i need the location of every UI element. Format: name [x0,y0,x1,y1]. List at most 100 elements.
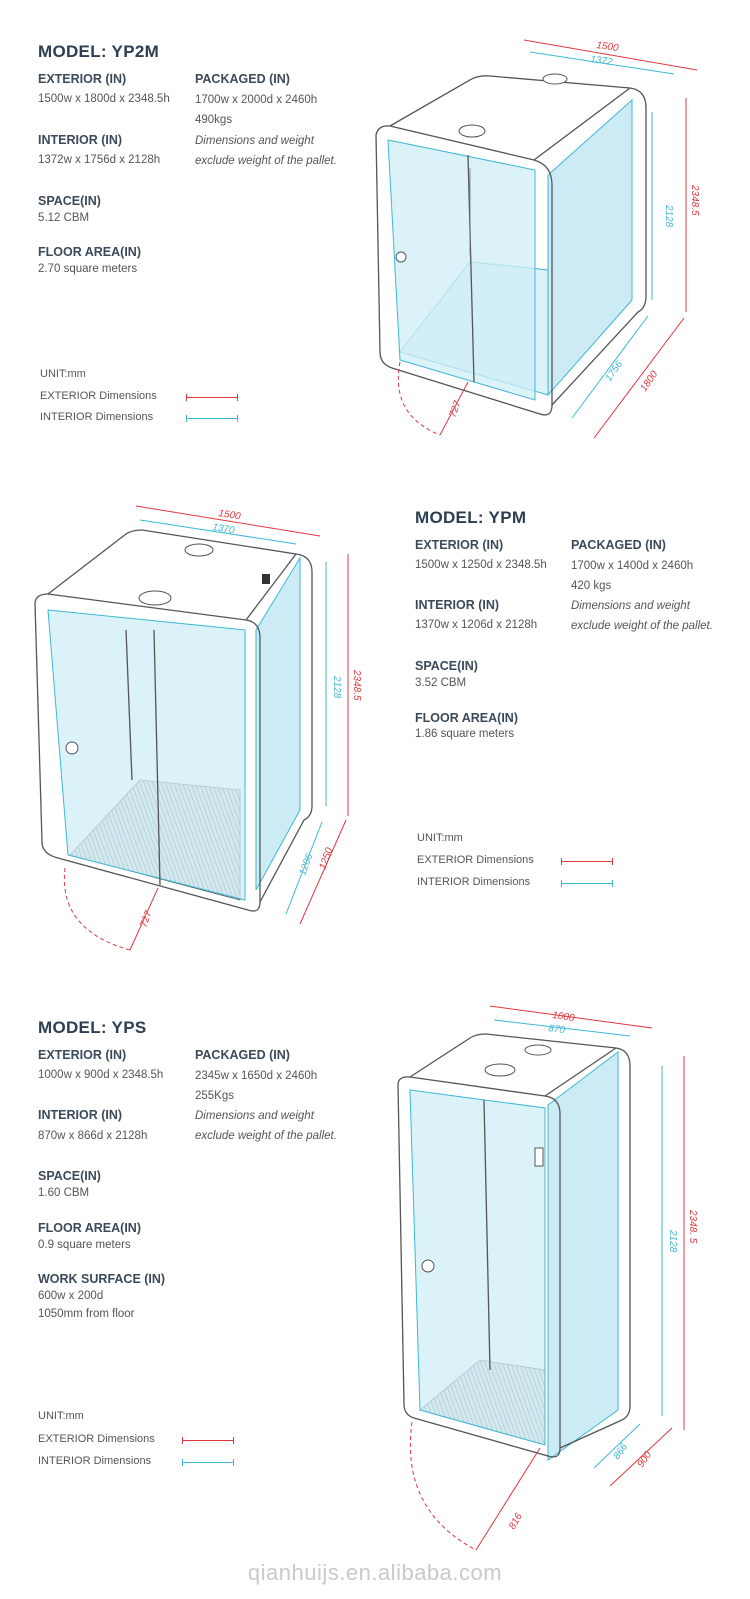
fan-icon [484,1063,516,1077]
dim-ext-depth: 900 [635,1449,654,1469]
top-edge [245,553,297,621]
legend-exterior-line [561,858,613,865]
packaged-weight: 490kgs [195,114,233,126]
dim-int-width: 1372 [590,54,614,68]
dim-int-depth: 1756 [603,359,625,384]
door-latch-icon [534,1147,544,1167]
door-swing-arc [409,1421,477,1551]
work-surface-height: 1050mm from floor [38,1308,135,1320]
dim-int-width: 870 [548,1023,566,1036]
exterior-label: EXTERIOR (IN) [38,1048,127,1062]
dim-ext-depth: 1800 [638,369,660,394]
dim-ext-width: 1000 [552,1010,576,1024]
interior-value: 1372w x 1756d x 2128h [38,154,161,166]
door-dim-line [475,1447,541,1551]
interior-label: INTERIOR (IN) [415,598,500,612]
dim-ext-width-line [135,505,321,537]
legend-interior-line [182,1459,234,1466]
dim-ext-depth-line [593,317,685,439]
model-title: MODEL: YPS [38,1018,147,1037]
dim-int-height: 2128 [331,675,342,699]
packaged-label: PACKAGED (IN) [571,538,666,552]
floor-area-label: FLOOR AREA(IN) [415,711,518,725]
dim-door: 727 [138,909,154,929]
dim-int-height: 2128 [663,204,674,228]
legend-exterior: EXTERIOR Dimensions [38,1433,155,1445]
legend-interior: INTERIOR Dimensions [38,1455,152,1467]
model-title: MODEL: YP2M [38,42,160,61]
packaged-note: Dimensions and weight exclude weight of … [571,600,713,632]
top-edge [533,87,631,161]
dim-ext-depth-line [609,1427,673,1487]
dim-door: 816 [507,1511,525,1531]
fan-icon [184,543,214,557]
exterior-label: EXTERIOR (IN) [38,72,127,86]
legend-interior: INTERIOR Dimensions [40,411,154,423]
dim-door: 727 [447,399,463,419]
exterior-value: 1500w x 1800d x 2348.5h [38,93,170,105]
front-glass [387,139,536,401]
dim-int-depth-line [285,821,323,915]
unit-label: UNIT:mm [417,832,463,844]
model-title: MODEL: YPM [415,508,527,527]
interior-value: 870w x 866d x 2128h [38,1130,148,1142]
door-dim-line [439,381,469,436]
packaged-note: Dimensions and weight exclude weight of … [195,135,337,167]
packaged-weight: 255Kgs [195,1090,235,1102]
door-edge [467,154,475,383]
space-label: SPACE(IN) [38,194,101,208]
door-edge [483,1099,491,1371]
unit-label: UNIT:mm [38,1410,84,1422]
door-swing-arc [397,361,441,436]
front-glass [409,1089,546,1446]
side-glass [547,98,633,397]
fan-icon [458,124,486,138]
model-yp2m-section: MODEL: YP2M EXTERIOR (IN) 1500w x 1800d … [0,0,750,470]
dim-int-depth: 1206 [297,852,315,877]
dim-ext-height: 2348. 5 [687,1209,698,1244]
legend-interior: INTERIOR Dimensions [417,876,531,888]
dim-ext-width: 1500 [596,40,620,54]
fan-icon [524,1044,552,1056]
exterior-value: 1000w x 900d x 2348.5h [38,1069,164,1081]
packaged-note: Dimensions and weight exclude weight of … [195,1110,337,1142]
legend-interior-line [186,415,238,422]
front-glass [47,609,246,901]
unit-label: UNIT:mm [40,368,86,380]
door-handle-icon [395,251,407,263]
dim-int-depth: 866 [611,1441,630,1461]
dim-ext-width: 1500 [218,508,242,522]
floor-area-value: 1.86 square meters [415,728,515,740]
interior-label: INTERIOR (IN) [38,1108,123,1122]
floor-area-value: 2.70 square meters [38,263,138,275]
door-edge [153,629,161,886]
side-glass [255,556,301,891]
fan-icon [138,590,172,606]
model-ypm-section: 727 1500 1370 2128 2348.5 1206 1250 MODE… [0,470,750,990]
ypm-booth-drawing: 727 1500 1370 2128 2348.5 1206 1250 [34,505,362,951]
interior-label: INTERIOR (IN) [38,133,123,147]
packaged-value: 1700w x 2000d x 2460h [195,94,318,106]
dim-ext-width-line [489,1005,653,1029]
side-glass [547,1050,619,1461]
legend-exterior-line [182,1437,234,1444]
dim-ext-height: 2348.5 [351,669,362,701]
legend-interior-line [561,880,613,887]
work-surface-label: WORK SURFACE (IN) [38,1272,166,1286]
exterior-value: 1500w x 1250d x 2348.5h [415,559,547,571]
fan-icon [542,73,568,85]
top-edge [544,1047,617,1097]
work-surface-value: 600w x 200d [38,1290,104,1302]
dim-int-height: 2128 [667,1229,678,1253]
dim-ext-width-line [523,39,698,71]
exterior-label: EXTERIOR (IN) [415,538,504,552]
dim-int-depth-line [571,315,649,419]
dim-int-depth-line [593,1423,641,1469]
door-dim-line [129,887,159,951]
top-side-frame [47,529,313,903]
floor-area-label: FLOOR AREA(IN) [38,245,141,259]
space-value: 3.52 CBM [415,677,467,689]
model-yps-section: MODEL: YPS EXTERIOR (IN) 1000w x 900d x … [0,990,750,1560]
dim-int-width-line [139,519,297,545]
space-value: 5.12 CBM [38,212,90,224]
